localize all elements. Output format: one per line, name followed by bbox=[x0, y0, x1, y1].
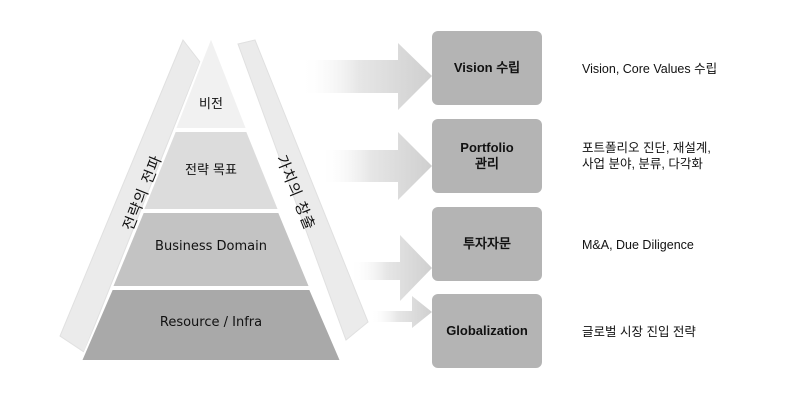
globalization-box-label: Globalization bbox=[446, 323, 528, 338]
vision-description: Vision, Core Values 수립 bbox=[582, 62, 718, 76]
tier-2-shape bbox=[141, 130, 281, 211]
investment-advisory-box: 투자자문 bbox=[432, 207, 542, 281]
arrow-3 bbox=[350, 235, 432, 301]
tier-4-shape bbox=[79, 288, 343, 362]
globalization-description: 글로벌 시장 진입 전략 bbox=[582, 325, 696, 339]
vision-box: Vision 수립 bbox=[432, 31, 542, 105]
tier-1-label: 비전 bbox=[199, 97, 223, 112]
arrow-4 bbox=[370, 296, 432, 328]
portfolio-box-label: Portfolio 관리 bbox=[460, 140, 514, 171]
investment-advisory-box-label: 투자자문 bbox=[463, 236, 511, 251]
portfolio-description: 포트폴리오 진단, 재설계, 사업 분야, 분류, 다각화 bbox=[582, 141, 711, 171]
tier-4-label: Resource / Infra bbox=[159, 315, 263, 330]
globalization-box: Globalization bbox=[432, 294, 542, 368]
vision-box-label: Vision 수립 bbox=[453, 60, 521, 75]
arrow-1 bbox=[300, 43, 432, 110]
investment-advisory-description: M&A, Due Diligence bbox=[582, 238, 694, 252]
tier-1-shape bbox=[173, 34, 249, 130]
tier-2-label: 전략 목표 bbox=[185, 163, 237, 178]
right-band bbox=[237, 39, 369, 341]
tier-3-shape bbox=[110, 211, 312, 288]
arrow-2 bbox=[320, 132, 432, 200]
tier-3-label: Business Domain bbox=[155, 239, 267, 254]
portfolio-box: Portfolio 관리 bbox=[432, 119, 542, 193]
